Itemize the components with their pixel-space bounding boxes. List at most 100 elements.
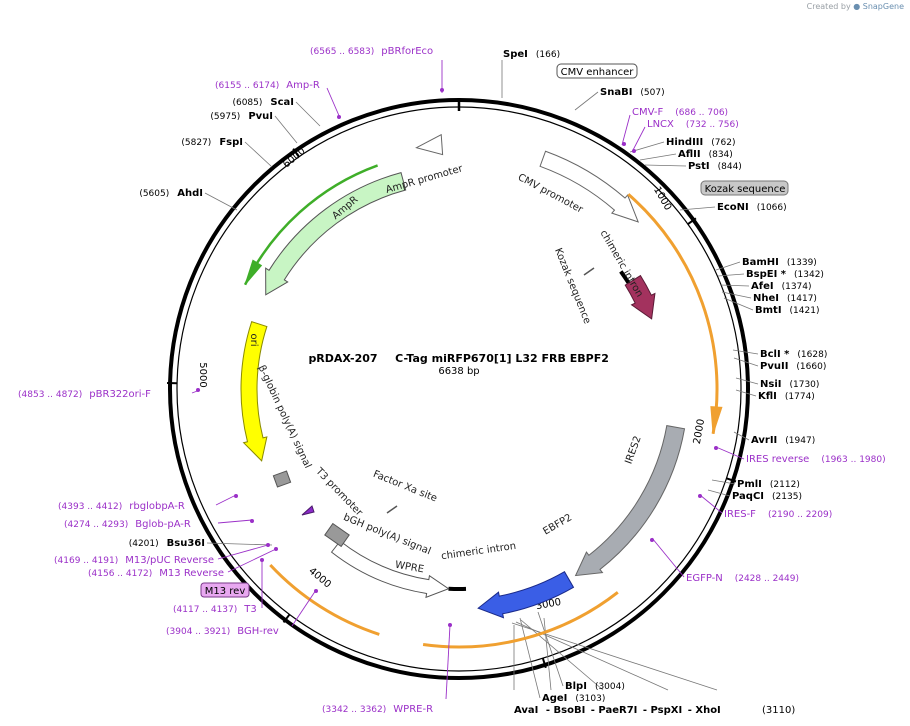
site-name: AfeI — [751, 281, 774, 292]
site-name: SpeI — [503, 49, 528, 60]
primer-pos: (6155 .. 6174) — [215, 81, 279, 91]
primer-pos: (6565 .. 6583) — [310, 47, 374, 57]
primer-binding-mark — [266, 543, 270, 547]
site-leader-line — [244, 141, 273, 168]
green-feature-arc — [243, 164, 379, 286]
primer-binding-mark — [250, 519, 254, 523]
primer-binding-mark — [234, 494, 238, 498]
primer-leader-line — [291, 589, 317, 627]
plasmid-length: 6638 bp — [438, 366, 479, 377]
site-label: PaqCI (2135) — [732, 491, 802, 502]
primer-name: Bglob-pA-R — [135, 519, 191, 530]
frb-arrow — [624, 274, 656, 320]
site-pos: (2135) — [772, 492, 802, 502]
primer-leader-line — [215, 494, 237, 506]
ori-arrow — [240, 321, 268, 462]
factor-xa-label: Factor Xa site — [371, 469, 438, 505]
credit-prefix: Created by — [806, 2, 851, 11]
ring-tick — [292, 148, 300, 158]
site-leader-line — [520, 619, 604, 691]
site-pos: (2112) — [770, 480, 800, 490]
primer-pos: (4169 .. 4191) — [54, 556, 118, 566]
site-label: PvuII (1660) — [760, 361, 826, 372]
site-label: BspEI *(1342) — [746, 269, 824, 280]
site-leader-line — [732, 349, 759, 355]
primer-name: CMV-F — [632, 107, 663, 118]
kozak-sequence-mark — [583, 267, 595, 276]
primer-name: IRES reverse — [746, 454, 809, 465]
plasmid-full-name: C-Tag miRFP670[1] L32 FRB EBPF2 — [395, 352, 609, 365]
primer-leader-line — [326, 87, 341, 119]
plasmid-name: pRDAX-207 — [308, 352, 377, 365]
site-pos: (1628) — [797, 350, 827, 360]
kozak-sequence-label: Kozak sequence — [552, 247, 592, 326]
primer-label: (4169 .. 4191)M13/pUC Reverse — [54, 555, 214, 566]
site-name: AgeI — [542, 693, 567, 704]
sep-3: - — [639, 705, 650, 716]
site-label: PmlI (2112) — [737, 479, 800, 490]
site-leader-line — [639, 153, 677, 161]
site-pos: (5827) — [181, 138, 211, 148]
site-pos: (1339) — [787, 258, 817, 268]
site-leader-line — [644, 164, 687, 167]
site-name: PmlI — [737, 479, 762, 490]
site-name: EcoNI — [717, 202, 749, 213]
site-name: PvuII — [760, 361, 788, 372]
site-pos: (1066) — [757, 203, 787, 213]
site-leader-line — [543, 617, 552, 691]
ring-tick — [282, 613, 291, 624]
site-label: (5975)PvuI — [210, 111, 273, 122]
primer-name: WPRE-R — [393, 704, 433, 715]
site-name: FspI — [219, 137, 243, 148]
primer-binding-mark — [622, 142, 626, 146]
site-pos: (834) — [709, 150, 733, 160]
primer-name: rbglobpA-R — [129, 501, 185, 512]
ring-tick-label: 4000 — [306, 566, 333, 591]
snapgene-logo-icon: ● — [853, 2, 861, 11]
site-name: PvuI — [248, 111, 273, 122]
site-bsobi: BsoBI — [554, 705, 586, 716]
site-pos: (507) — [640, 88, 664, 98]
site-name: HindIII — [666, 137, 703, 148]
site-label: NheI(1417) — [753, 293, 817, 304]
primer-label: CMV-F (686 .. 706) — [632, 107, 728, 118]
site-name: AflII — [678, 149, 701, 160]
site-leader-line — [707, 489, 731, 497]
primer-binding-mark — [632, 149, 636, 153]
primer-binding-mark — [196, 388, 200, 392]
primer-name: EGFP-N — [686, 573, 723, 584]
site-label: AvrII(1947) — [751, 435, 815, 446]
site-pos: (1660) — [796, 362, 826, 372]
site-leader-line — [711, 479, 736, 485]
bgh-polya-box — [324, 522, 350, 548]
site-label: AflII (834) — [678, 149, 733, 160]
site-leader-line — [515, 621, 669, 691]
primer-leader-line — [699, 494, 723, 514]
primer-pos: (4274 .. 4293) — [64, 520, 128, 530]
ebfp2-label: EBFP2 — [541, 512, 574, 537]
primer-name: IRES-F — [724, 509, 756, 520]
primer-binding-mark — [650, 538, 654, 542]
site-pos: (3004) — [595, 682, 625, 692]
primer-pos: (3904 .. 3921) — [166, 627, 230, 637]
site-leader-line — [719, 284, 750, 287]
primer-pos: (686 .. 706) — [675, 108, 728, 118]
primer-leader-line — [445, 624, 451, 700]
boxed-label-m13-rev: M13 rev — [200, 582, 250, 598]
site-leader-line — [574, 91, 599, 111]
site-pos: (6085) — [232, 98, 262, 108]
primer-pos: (4117 .. 4137) — [173, 605, 237, 615]
ring-tick-label: 2000 — [692, 418, 707, 445]
site-label: AgeI(3103) — [542, 693, 605, 704]
site-leader-line — [733, 431, 750, 441]
site-name: PaqCI — [732, 491, 764, 502]
site-label: KflI(1774) — [758, 391, 815, 402]
site-pos: (4201) — [129, 539, 159, 549]
site-name: PstI — [688, 161, 710, 172]
primer-label: IRES-F(2190 .. 2209) — [724, 509, 832, 520]
site-pos: (166) — [536, 50, 560, 60]
primer-leader-line — [651, 537, 685, 578]
chimeric-intron-label-2: chimeric intron — [441, 541, 517, 562]
primer-leader-line — [621, 114, 631, 146]
chimeric-intron-label: chimeric intron — [598, 228, 645, 299]
